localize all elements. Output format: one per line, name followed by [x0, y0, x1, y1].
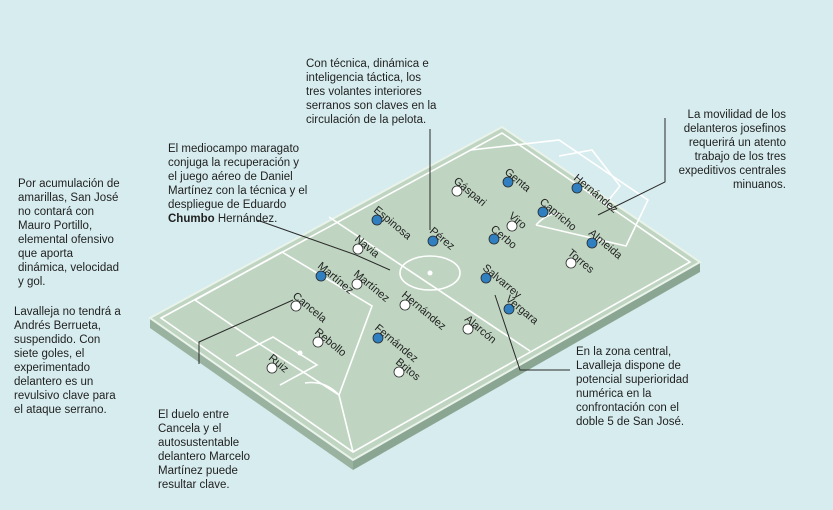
note-midfield-post: Hernández.: [214, 213, 278, 225]
player-marker: [502, 176, 514, 188]
note-top-right: La movilidad de los delanteros josefinos…: [678, 109, 786, 191]
note-bottom-left: El duelo entre Cancela y el autosustenta…: [158, 409, 251, 491]
note-midfield: El mediocampo maragato conjuga la recupe…: [168, 142, 308, 226]
pitch-side: [150, 318, 353, 470]
player-marker: [480, 272, 492, 284]
center-spot: [427, 270, 433, 276]
player-marker: [351, 278, 363, 290]
player-marker: [488, 233, 500, 245]
leader-lines: [198, 118, 666, 371]
note-midfield-bold: Chumbo: [168, 213, 215, 225]
player-marker: [537, 206, 549, 218]
player-marker: [462, 323, 474, 335]
player-marker: [371, 214, 383, 226]
player-marker: [586, 237, 598, 249]
player-marker: [451, 185, 463, 197]
player-marker: [427, 235, 439, 247]
player-marker: [312, 336, 324, 348]
player-marker: [372, 332, 384, 344]
player-marker: [503, 303, 515, 315]
player-marker: [393, 366, 405, 378]
note-top-center: Con técnica, dinámica e inteligencia tác…: [306, 58, 437, 126]
note-left-top: Por acumulación de amarillas, San José n…: [18, 178, 120, 288]
player-marker: [315, 270, 327, 282]
player-marker: [266, 362, 278, 374]
player-marker: [399, 299, 411, 311]
player-marker: [571, 182, 583, 194]
pitch-side-right: [353, 262, 700, 470]
note-midfield-pre: El mediocampo maragato conjuga la recupe…: [168, 143, 308, 211]
note-bottom-right: En la zona central, Lavalleja dispone de…: [576, 346, 689, 428]
player-marker: [352, 243, 364, 255]
player-marker: [565, 257, 577, 269]
note-left-mid: Lavalleja no tendrá a Andrés Berrueta, s…: [14, 306, 121, 416]
pitch-surface: [148, 125, 702, 462]
pitch-lines: [159, 132, 692, 453]
player-marker: [506, 220, 518, 232]
penalty-spot-bottom: [297, 350, 303, 356]
player-marker: [290, 300, 302, 312]
